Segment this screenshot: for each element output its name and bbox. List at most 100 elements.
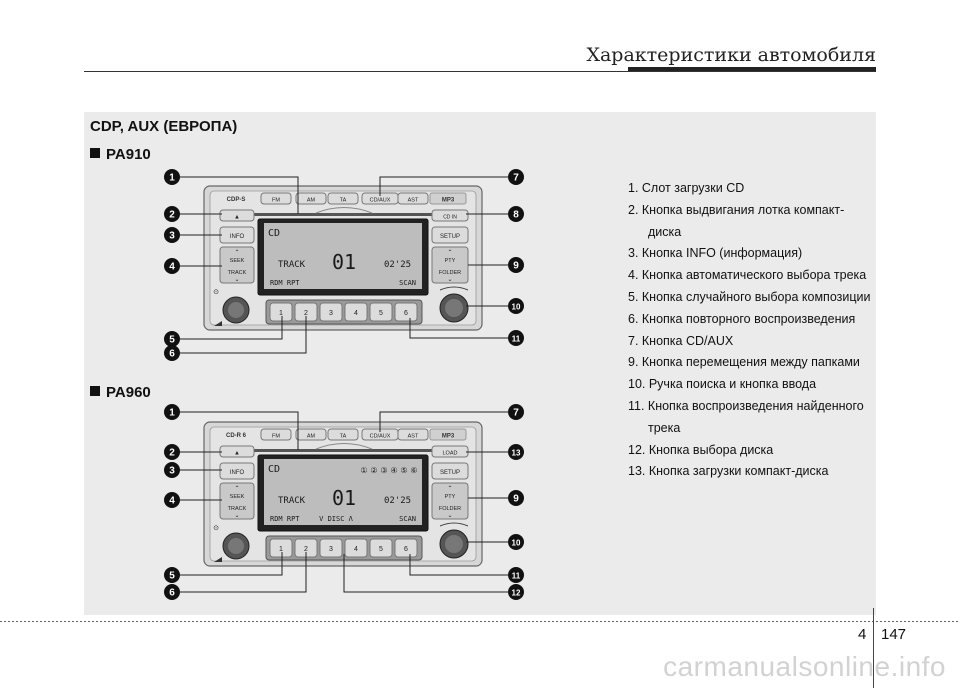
callout-number: 10: [512, 303, 521, 312]
power-icon: ⊙: [213, 525, 219, 532]
chapter-number: 4: [858, 626, 867, 643]
square-bullet-icon: [90, 148, 100, 158]
lcd-track-label: TRACK: [278, 260, 306, 270]
model-name: PA910: [106, 146, 151, 163]
callout-leader-line: [180, 176, 299, 214]
chevron-up-icon: ⌃: [234, 485, 239, 492]
callout-number: 3: [169, 466, 175, 477]
lcd-screen: [264, 459, 422, 525]
watermark: carmanualsonline.info: [663, 651, 946, 682]
lcd-status-right: SCAN: [399, 279, 416, 287]
eject-button-label: ▲: [234, 451, 240, 457]
cd-slot: [254, 449, 432, 452]
mode-button-label: FM: [272, 198, 280, 204]
mode-button: [327, 428, 359, 441]
preset-button: [319, 538, 343, 558]
preset-button-label: 4: [354, 310, 358, 317]
legend-item: 10. Ручка поиска и кнопка ввода: [628, 377, 817, 392]
chevron-up-icon: ⌃: [447, 249, 452, 256]
folder-label: FOLDER: [439, 506, 461, 512]
setup-button: [431, 226, 469, 244]
callout-badge: [164, 444, 180, 460]
callout-number: 4: [169, 496, 175, 507]
volume-wedge-icon: [214, 321, 222, 326]
mode-button-label: AM: [307, 434, 316, 440]
cd-slot-arc: [315, 207, 373, 214]
radio-brand-logo: CDP-S: [227, 197, 246, 203]
mode-button-label: CD/AUX: [370, 434, 391, 440]
volume-knob-cap: [228, 538, 244, 554]
preset-button-label: 3: [329, 310, 333, 317]
callout-badge: [508, 444, 524, 460]
cd-in-indicator-label: CD IN: [443, 215, 457, 221]
mode-button-label: TA: [340, 198, 347, 204]
eject-button: [219, 209, 255, 222]
preset-button: [344, 302, 368, 322]
pty-label: PTY: [445, 494, 456, 500]
legend-item: 13. Кнопка загрузки компакт-диска: [628, 464, 829, 479]
callout-leader-line: [180, 552, 283, 576]
lcd-time: 02'25: [384, 496, 411, 506]
section-title: CDP, AUX (ЕВРОПА): [90, 118, 238, 135]
callout-number: 7: [513, 408, 519, 419]
callout-number: 11: [512, 572, 521, 581]
callout-badge: [508, 404, 524, 420]
callout-badge: [508, 584, 524, 600]
callout-number: 1: [169, 173, 175, 184]
callout-number: 7: [513, 173, 519, 184]
callout-number: 9: [513, 261, 519, 272]
lcd-track-number: 01: [332, 486, 356, 510]
legend-item: 3. Кнопка INFO (информация): [628, 246, 803, 261]
mp3-badge: [429, 192, 467, 205]
legend-item: 2. Кнопка выдвигания лотка компакт-: [628, 202, 845, 217]
model-heading-pa960: PA960: [90, 384, 151, 401]
legend-item: 7. Кнопка CD/AUX: [628, 333, 734, 348]
mp3-badge: [429, 428, 467, 441]
callout-leader-line: [180, 411, 299, 450]
mode-button-label: TA: [340, 434, 347, 440]
callout-number: 13: [512, 449, 521, 458]
header-accent-bar: [628, 67, 876, 72]
volume-knob-cap: [228, 302, 244, 318]
setup-button-label: SETUP: [440, 234, 460, 240]
setup-button: [431, 462, 469, 480]
callout-leader-line: [409, 554, 508, 576]
info-button-label: INFO: [230, 234, 245, 240]
preset-button: [369, 302, 393, 322]
legend-item: 4. Кнопка автоматического выбора трека: [628, 268, 867, 283]
volume-wedge-icon: [214, 557, 222, 562]
callout-number: 5: [169, 571, 175, 582]
legend-item: 9. Кнопка перемещения между папками: [628, 355, 860, 370]
callout-leader-line: [343, 554, 508, 593]
folder-label: FOLDER: [439, 270, 461, 276]
chevron-up-icon: ⌃: [447, 485, 452, 492]
track-label: TRACK: [228, 506, 247, 512]
lcd-source: CD: [268, 464, 280, 475]
setup-button-label: SETUP: [440, 470, 460, 476]
callout-number: 8: [513, 210, 519, 221]
callout-badge: [164, 584, 180, 600]
legend-item: 1. Слот загрузки CD: [628, 181, 745, 195]
callout-leader-line: [409, 318, 508, 339]
pty-folder-rocker: [431, 482, 469, 520]
preset-button-label: 1: [279, 546, 283, 553]
callout-leader-line: [180, 316, 283, 340]
callout-number: 1: [169, 408, 175, 419]
legend-item: 6. Кнопка повторного воспроизведения: [628, 311, 856, 326]
preset-button-label: 5: [379, 546, 383, 553]
callout-badge: [508, 169, 524, 185]
lcd-screen: [264, 223, 422, 289]
legend-list: 1. Слот загрузки CD 2. Кнопка выдвигания…: [628, 178, 870, 483]
chevron-down-icon: ⌄: [447, 277, 452, 283]
preset-button-label: 2: [304, 546, 308, 553]
mode-button-label: AM: [307, 198, 316, 204]
callout-badge: [164, 258, 180, 274]
page-header-title: Характеристики автомобиля: [586, 44, 876, 66]
mode-button-label: AST: [408, 198, 419, 204]
legend-item-continuation: трека: [648, 420, 681, 435]
mode-button: [295, 428, 327, 441]
lcd-disc-indicator: ⑥: [410, 466, 417, 475]
cd-in-indicator: [431, 209, 469, 222]
preset-button-label: 3: [329, 546, 333, 553]
